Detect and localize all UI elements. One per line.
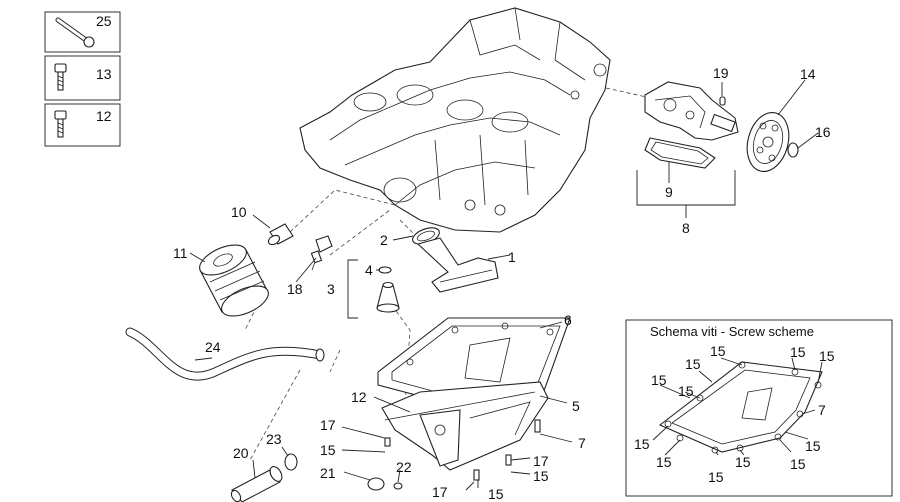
scheme-callout-15: 15: [678, 383, 694, 399]
callout-8: 8: [682, 220, 690, 236]
callout-2: 2: [380, 232, 388, 248]
breather-hose-drawing: [125, 327, 325, 381]
filter-screen-drawing: [376, 281, 400, 313]
crankcase-drawing: [299, 7, 611, 233]
legend-item-12: 12: [44, 103, 121, 147]
callout-15c: 15: [488, 486, 504, 502]
screw-scheme-gasket-drawing: [658, 361, 823, 454]
callout-17b: 17: [533, 453, 549, 469]
callout-10: 10: [231, 204, 247, 220]
callout-17c: 17: [432, 484, 448, 500]
callout-22: 22: [396, 459, 412, 475]
leader-lines: [189, 79, 819, 491]
scheme-callout-15: 15: [819, 348, 835, 364]
callout-3: 3: [327, 281, 335, 297]
callout-11: 11: [173, 245, 188, 261]
scheme-callout-15: 15: [790, 344, 806, 360]
callout-15: 15: [320, 442, 336, 458]
callout-16: 16: [815, 124, 831, 140]
scheme-callout-15: 15: [710, 343, 726, 359]
callout-23: 23: [266, 431, 282, 447]
o-ring-16: [787, 142, 799, 158]
socket-screw-icon: [54, 63, 67, 91]
o-ring-4: [378, 266, 392, 274]
washer-22: [393, 482, 403, 490]
legend-item-25: 25: [44, 11, 121, 53]
filter-nipple-drawing: [267, 223, 294, 246]
oil-pump-drawing: [644, 81, 739, 141]
callout-4: 4: [365, 262, 373, 278]
bolt-17b: [505, 454, 512, 466]
callout-6: 6: [564, 312, 572, 328]
scheme-callout-15: 15: [708, 469, 724, 485]
callout-5: 5: [572, 398, 580, 414]
socket-screw-icon: [54, 110, 67, 138]
pump-gasket-drawing: [644, 137, 716, 169]
screw-scheme-callouts: 15 15 15 15 15 15 7 15 15 15 15 15 15: [634, 343, 835, 485]
callout-17: 17: [320, 417, 336, 433]
scheme-callout-15: 15: [805, 438, 821, 454]
screw-scheme-leaders: [652, 357, 823, 456]
callout-9: 9: [665, 184, 673, 200]
bolt-17: [384, 437, 391, 447]
callout-19: 19: [713, 65, 729, 81]
scheme-callout-15: 15: [735, 454, 751, 470]
pin-19: [719, 96, 726, 106]
screw-scheme-title: Schema viti - Screw scheme: [650, 324, 814, 339]
callout-12: 12: [351, 389, 367, 405]
o-ring-23: [284, 453, 298, 471]
callout-numbers: 1 2 3 4 5 6 7 8 9 10 11 12 14 16 17 15 1…: [173, 65, 831, 502]
hose-fitting-drawing: [230, 466, 283, 502]
scheme-callout-15: 15: [790, 456, 806, 472]
pump-drive-gear-drawing: [746, 112, 790, 172]
callout-18: 18: [287, 281, 303, 297]
screw-scheme-panel: Schema viti - Screw scheme: [625, 319, 893, 497]
scheme-callout-15: 15: [634, 436, 650, 452]
legend-number: 12: [96, 108, 112, 124]
scheme-callout-15: 15: [651, 372, 667, 388]
legend-item-13: 13: [44, 55, 121, 101]
oil-pan-drawing: [381, 381, 549, 471]
drain-plug-21: [367, 477, 385, 491]
scheme-callout-15: 15: [656, 454, 672, 470]
oil-filter-drawing: [199, 244, 269, 317]
callout-21: 21: [320, 465, 336, 481]
callout-1: 1: [508, 249, 516, 265]
legend-number: 25: [96, 13, 112, 29]
bolt-15: [473, 469, 480, 481]
callout-14: 14: [800, 66, 816, 82]
pressure-sensor-drawing: [310, 235, 333, 271]
long-bolt-icon: [55, 17, 95, 48]
callout-20: 20: [233, 445, 249, 461]
callout-7: 7: [578, 435, 586, 451]
bolt-7: [534, 419, 541, 433]
oil-pickup-drawing: [412, 227, 499, 293]
callout-15b: 15: [533, 468, 549, 484]
scheme-callout-7: 7: [818, 402, 826, 418]
scheme-callout-15: 15: [685, 356, 701, 372]
legend-number: 13: [96, 66, 112, 82]
callout-24: 24: [205, 339, 221, 355]
